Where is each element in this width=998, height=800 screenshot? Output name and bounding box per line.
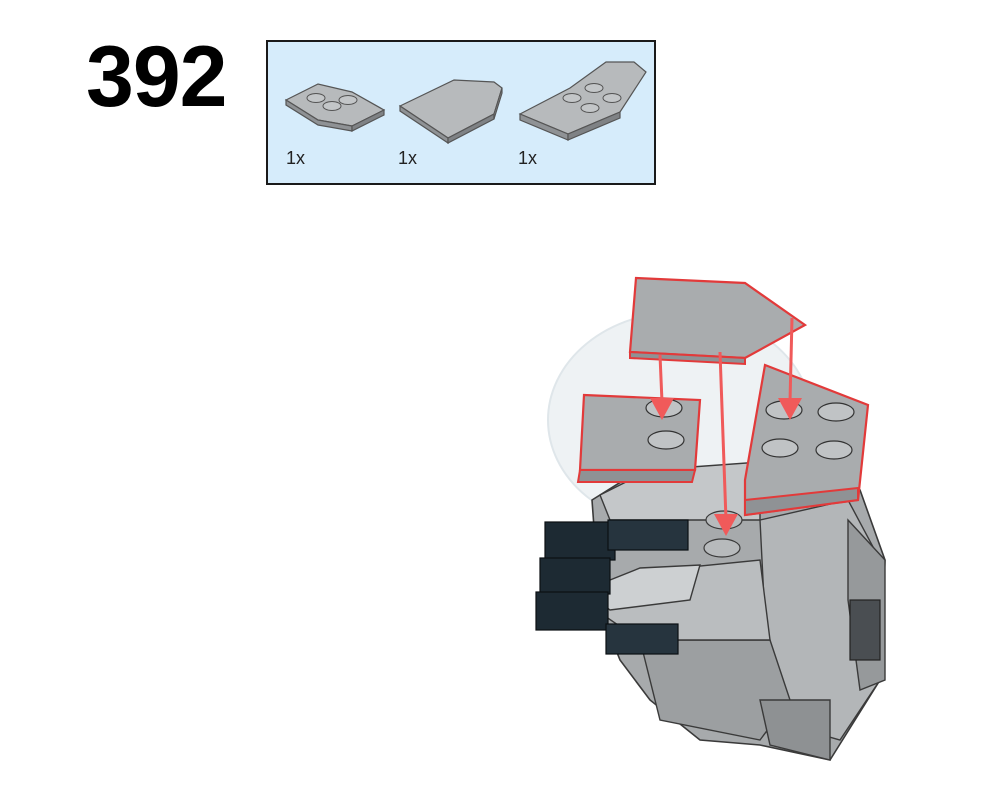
- plate-2x2-corner-icon: [284, 83, 386, 132]
- new-wedge-plate: [628, 276, 808, 366]
- step-number: 392: [86, 29, 227, 125]
- new-plate-2x2: [576, 393, 702, 483]
- new-wing-plate: [743, 363, 870, 517]
- model-body: [583, 461, 886, 761]
- parts-list-panel: 1x 1x 1x: [266, 40, 656, 185]
- dark-cylinders: [535, 519, 689, 655]
- placement-arrows: [650, 317, 802, 536]
- part-quantity-2: 1x: [398, 148, 418, 168]
- wing-plate-2x3-icon: [518, 61, 647, 141]
- part-quantity-3: 1x: [518, 148, 538, 168]
- wedge-plate-icon: [398, 79, 503, 145]
- part-quantity-1: 1x: [286, 148, 306, 168]
- parts-list-background: [268, 42, 654, 183]
